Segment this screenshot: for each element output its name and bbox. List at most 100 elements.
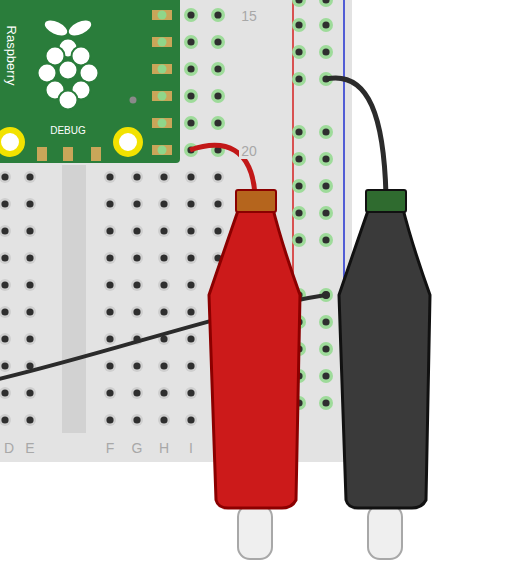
debug-pad (63, 147, 73, 161)
breadboard-hole (319, 125, 333, 139)
breadboard-hole (319, 315, 333, 329)
breadboard-hole (212, 225, 224, 237)
breadboard-hole (24, 414, 36, 426)
red-alligator-clip (209, 190, 300, 559)
breadboard-hole (292, 18, 306, 32)
black-alligator-clip (339, 190, 430, 559)
column-letter: D (2, 440, 16, 456)
breadboard-hole (131, 360, 143, 372)
breadboard-hole (104, 414, 116, 426)
breadboard-hole (319, 18, 333, 32)
breadboard-hole (104, 171, 116, 183)
breadboard-hole (104, 360, 116, 372)
breadboard-hole (319, 369, 333, 383)
column-letter: F (104, 440, 117, 456)
breadboard-hole (185, 333, 197, 345)
breadboard-hole (131, 414, 143, 426)
row-number: 15 (239, 8, 259, 24)
breadboard-hole (319, 342, 333, 356)
raspberry-logo (38, 17, 99, 109)
breadboard-hole (158, 252, 170, 264)
column-letter: G (130, 440, 145, 456)
breadboard-hole (211, 8, 225, 22)
breadboard-hole (158, 225, 170, 237)
debug-pad (91, 147, 101, 161)
breadboard-hole (0, 360, 11, 372)
breadboard-hole (319, 206, 333, 220)
breadboard-hole (131, 225, 143, 237)
breadboard-hole (158, 171, 170, 183)
breadboard-hole (0, 225, 11, 237)
row-number: 20 (239, 143, 259, 159)
breadboard-hole (212, 198, 224, 210)
breadboard-hole (185, 306, 197, 318)
breadboard-hole (185, 387, 197, 399)
breadboard-hole (212, 171, 224, 183)
breadboard-hole (24, 198, 36, 210)
breadboard-hole (0, 198, 11, 210)
breadboard-hole (185, 360, 197, 372)
breadboard-hole (104, 252, 116, 264)
breadboard-hole (24, 225, 36, 237)
breadboard-hole (184, 8, 198, 22)
pico-pin (152, 118, 172, 128)
breadboard-hole (185, 171, 197, 183)
breadboard-hole (131, 306, 143, 318)
breadboard-hole (0, 306, 11, 318)
breadboard-hole (158, 279, 170, 291)
breadboard-hole (184, 62, 198, 76)
breadboard-hole (0, 279, 11, 291)
pico-pin (152, 10, 172, 20)
led-dot (130, 97, 137, 104)
breadboard-hole (319, 45, 333, 59)
black-clip-wire (326, 78, 386, 195)
breadboard-hole (185, 225, 197, 237)
breadboard-hole (292, 45, 306, 59)
debug-label: DEBUG (48, 125, 88, 137)
breadboard-hole (292, 233, 306, 247)
breadboard-hole (184, 35, 198, 49)
breadboard-hole (131, 171, 143, 183)
mounting-hole (0, 130, 22, 154)
pico-pin (152, 37, 172, 47)
breadboard-hole (211, 62, 225, 76)
column-letter: H (157, 440, 171, 456)
column-letter: E (23, 440, 36, 456)
breadboard-hole (158, 387, 170, 399)
breadboard-hole (292, 152, 306, 166)
breadboard-hole (184, 89, 198, 103)
breadboard-hole (292, 125, 306, 139)
breadboard-hole (104, 333, 116, 345)
breadboard-hole (131, 279, 143, 291)
breadboard-hole (158, 414, 170, 426)
breadboard-hole (0, 333, 11, 345)
breadboard-hole (319, 396, 333, 410)
breadboard-hole (104, 225, 116, 237)
breadboard-hole (24, 306, 36, 318)
center-groove (62, 165, 86, 433)
breadboard-hole (24, 279, 36, 291)
debug-pad (37, 147, 47, 161)
breadboard-hole (131, 252, 143, 264)
breadboard-hole (185, 279, 197, 291)
breadboard-hole (292, 0, 306, 7)
breadboard-hole (319, 0, 333, 7)
breadboard-hole (24, 171, 36, 183)
breadboard-hole (0, 252, 11, 264)
breadboard-hole (211, 116, 225, 130)
pico-pin (152, 91, 172, 101)
breadboard-hole (0, 171, 11, 183)
breadboard-hole (319, 179, 333, 193)
pico-board (0, 0, 180, 163)
mounting-hole (116, 130, 140, 154)
breadboard-hole (104, 198, 116, 210)
breadboard-hole (131, 198, 143, 210)
breadboard-hole (131, 387, 143, 399)
breadboard-hole (104, 279, 116, 291)
breadboard-hole (211, 35, 225, 49)
breadboard-hole (185, 252, 197, 264)
breadboard-hole (0, 414, 11, 426)
breadboard-hole (158, 360, 170, 372)
